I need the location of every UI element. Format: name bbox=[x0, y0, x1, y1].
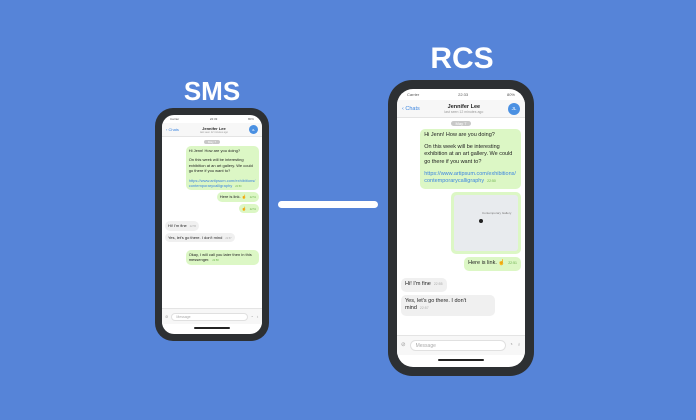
message-time: 22:50 bbox=[235, 184, 242, 188]
map-bubble[interactable]: Contemporary Gallery bbox=[451, 192, 521, 255]
message-time: 22:57 bbox=[419, 306, 429, 311]
chat-area: May 7 Hi Jenn! How are you doing? On thi… bbox=[397, 118, 525, 335]
sticker-icon[interactable]: ◔ bbox=[509, 342, 513, 348]
message-link[interactable]: https://www.artipsum.com/exhibitions/con… bbox=[424, 170, 516, 185]
message-bubble: Here is link. ☝22:51 bbox=[216, 192, 259, 202]
attach-icon[interactable]: ⊘ bbox=[165, 314, 169, 319]
date-chip: May 7 bbox=[450, 121, 472, 126]
message-text: Yes, let's go there. I don't mind bbox=[405, 297, 467, 312]
message-composer: ⊘ Message ◔ ♁ bbox=[162, 308, 262, 324]
back-label: Chats bbox=[168, 127, 179, 132]
home-indicator bbox=[194, 327, 230, 329]
last-seen: last seen 12 minutes ago bbox=[444, 109, 484, 114]
message-text: Hi Jenn! How are you doing? bbox=[424, 132, 495, 138]
message-bubble: Okay, I will call you later then in this… bbox=[185, 249, 259, 265]
status-bar: Carrier 22:33 80% bbox=[162, 115, 262, 123]
message-text: Okay, I will call you later then in this… bbox=[188, 251, 252, 263]
message-link[interactable]: https://www.artipsum.com/exhibitions/con… bbox=[188, 177, 256, 188]
message-text: Here is link. ☝ bbox=[219, 194, 247, 200]
date-chip: May 7 bbox=[203, 140, 221, 144]
battery: 80% bbox=[247, 117, 254, 121]
message-bubble: ☝22:51 bbox=[238, 203, 259, 214]
message-bubble: Hi Jenn! How are you doing? On this week… bbox=[420, 129, 521, 190]
attach-icon[interactable]: ⊘ bbox=[401, 342, 406, 348]
message-text: On this week will be interesting exhibit… bbox=[424, 143, 513, 166]
message-time: 22:51 bbox=[508, 261, 517, 266]
message-text: Here is link. ☝ bbox=[468, 260, 506, 267]
message-input[interactable]: Message bbox=[409, 339, 506, 351]
clock: 22:33 bbox=[209, 117, 218, 121]
message-text: On this week will be interesting exhibit… bbox=[188, 157, 253, 174]
message-time: 22:51 bbox=[249, 196, 256, 200]
message-bubble: Here is link. ☝22:51 bbox=[464, 257, 521, 271]
clock: 22:33 bbox=[458, 92, 469, 97]
back-button[interactable]: ‹ Chats bbox=[166, 127, 179, 132]
message-time: 22:55 bbox=[433, 281, 443, 286]
message-time: 22:57 bbox=[225, 236, 232, 240]
map-preview[interactable]: Contemporary Gallery bbox=[454, 195, 518, 252]
home-indicator bbox=[438, 358, 484, 361]
carrier: Carrier bbox=[170, 117, 180, 121]
carrier: Carrier bbox=[407, 92, 420, 97]
back-button[interactable]: ‹ Chats bbox=[402, 105, 420, 112]
message-text: ☝ bbox=[241, 205, 247, 211]
battery: 80% bbox=[506, 92, 515, 97]
avatar[interactable]: JL bbox=[249, 125, 258, 134]
contact-name: Jennifer Lee bbox=[202, 125, 226, 131]
microphone-icon[interactable]: ♁ bbox=[256, 314, 259, 319]
connector-line bbox=[278, 201, 378, 208]
avatar[interactable]: JL bbox=[508, 102, 520, 115]
message-text: Yes, let's go there. I don't mind bbox=[168, 234, 223, 240]
map-pin-icon bbox=[479, 219, 483, 224]
back-label: Chats bbox=[405, 105, 420, 112]
rcs-label: RCS bbox=[430, 42, 494, 75]
chat-area: May 7 Hi Jenn! How are you doing? On thi… bbox=[162, 137, 262, 308]
sms-label: SMS bbox=[183, 76, 241, 106]
message-time: 22:58 bbox=[212, 259, 219, 263]
message-input[interactable]: Message bbox=[171, 312, 248, 321]
message-text: Hi! I'm fine bbox=[168, 223, 187, 229]
last-seen: last seen 12 minutes ago bbox=[200, 130, 228, 134]
message-time: 22:51 bbox=[249, 207, 256, 211]
map-label: Contemporary Gallery bbox=[482, 211, 512, 216]
contact-name: Jennifer Lee bbox=[447, 103, 481, 110]
message-time: 22:50 bbox=[487, 179, 496, 184]
sticker-icon[interactable]: ◔ bbox=[250, 314, 253, 319]
message-text: Hi Jenn! How are you doing? bbox=[188, 148, 241, 153]
message-time: 22:55 bbox=[189, 225, 197, 229]
message-composer: ⊘ Message ◔ ♁ bbox=[397, 334, 525, 355]
message-text: Hi! I'm fine bbox=[405, 280, 431, 287]
message-bubble: Hi Jenn! How are you doing? On this week… bbox=[185, 146, 259, 191]
microphone-icon[interactable]: ♁ bbox=[516, 342, 521, 348]
status-bar: Carrier 22:33 80% bbox=[397, 89, 525, 100]
